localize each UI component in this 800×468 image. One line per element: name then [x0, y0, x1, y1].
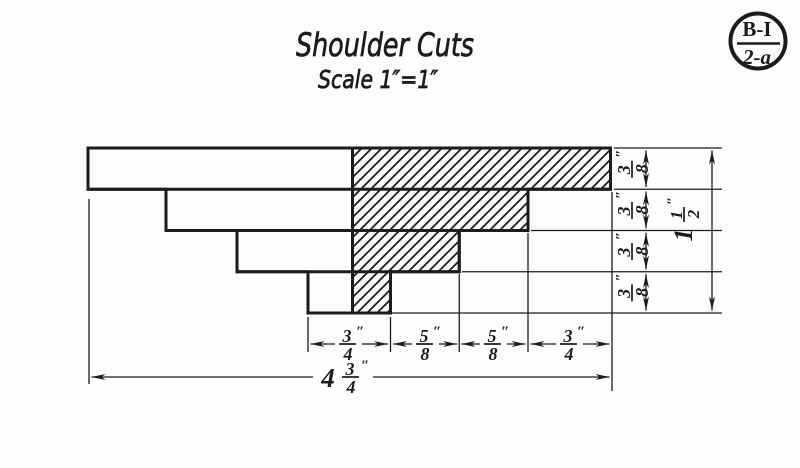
- page-title: Shoulder Cuts: [296, 26, 474, 64]
- inch-mark: ″: [577, 324, 585, 340]
- dim-label-bottom-seg2: 5 8 ″: [412, 324, 441, 364]
- fraction-numerator: 3: [563, 326, 573, 346]
- dim-label-right-seg4: 3 8 ″: [614, 273, 652, 302]
- shoulder-step-lines: [86, 146, 530, 315]
- fraction-denominator: 4: [343, 344, 353, 364]
- inch-mark: ″: [614, 191, 630, 199]
- badge-top-label: B-I: [742, 17, 771, 41]
- dim-label-bottom-seg4: 3 4 ″: [556, 324, 585, 364]
- dim-label-right-overall: 1 1 2 ″: [665, 197, 703, 242]
- fraction-denominator: 4: [346, 377, 356, 397]
- drawing-number-badge: B-I 2-a: [728, 11, 788, 71]
- whole-number: 4: [320, 363, 335, 393]
- fraction-numerator: 3: [342, 326, 352, 346]
- fraction-numerator: 5: [488, 326, 497, 346]
- inch-mark: ″: [614, 232, 630, 240]
- dim-label-right-seg1: 3 8 ″: [614, 149, 652, 178]
- inch-mark: ″: [614, 273, 630, 281]
- fraction-numerator: 3: [345, 359, 355, 379]
- inch-mark: ″: [665, 197, 681, 205]
- fraction-denominator: 8: [489, 344, 498, 364]
- fraction-numerator: 5: [420, 326, 429, 346]
- inch-mark: ″: [356, 324, 364, 340]
- inch-mark: ″: [361, 358, 369, 374]
- part-views: [86, 146, 612, 315]
- inch-mark: ″: [433, 324, 441, 340]
- dim-label-bottom-overall: 4 3 4 ″: [313, 358, 373, 397]
- fraction-numerator: 3: [614, 248, 634, 258]
- fraction-denominator: 8: [632, 206, 652, 215]
- fraction-denominator: 2: [684, 209, 703, 219]
- fraction-denominator: 8: [421, 344, 430, 364]
- dim-label-right-seg2: 3 8 ″: [614, 191, 652, 219]
- scale-note: Scale 1″=1″: [318, 65, 439, 94]
- fraction-numerator: 1: [667, 211, 686, 220]
- fraction-numerator: 3: [614, 289, 634, 299]
- whole-number: 1: [669, 229, 698, 242]
- fraction-denominator: 4: [564, 344, 574, 364]
- dim-label-right-seg3: 3 8 ″: [614, 232, 652, 261]
- fraction-denominator: 8: [632, 288, 652, 297]
- badge-circle: [728, 11, 788, 71]
- extension-lines: [88, 147, 722, 391]
- inch-mark: ″: [614, 149, 630, 157]
- badge-bottom-label: 2-a: [742, 45, 771, 69]
- fraction-numerator: 3: [614, 207, 634, 217]
- dim-label-bottom-seg3: 5 8 ″: [480, 324, 509, 364]
- inch-mark: ″: [501, 324, 509, 340]
- fraction-denominator: 8: [632, 247, 652, 256]
- fraction-denominator: 8: [632, 164, 652, 173]
- dim-label-bottom-seg1: 3 4 ″: [335, 324, 364, 364]
- fraction-numerator: 3: [614, 165, 634, 175]
